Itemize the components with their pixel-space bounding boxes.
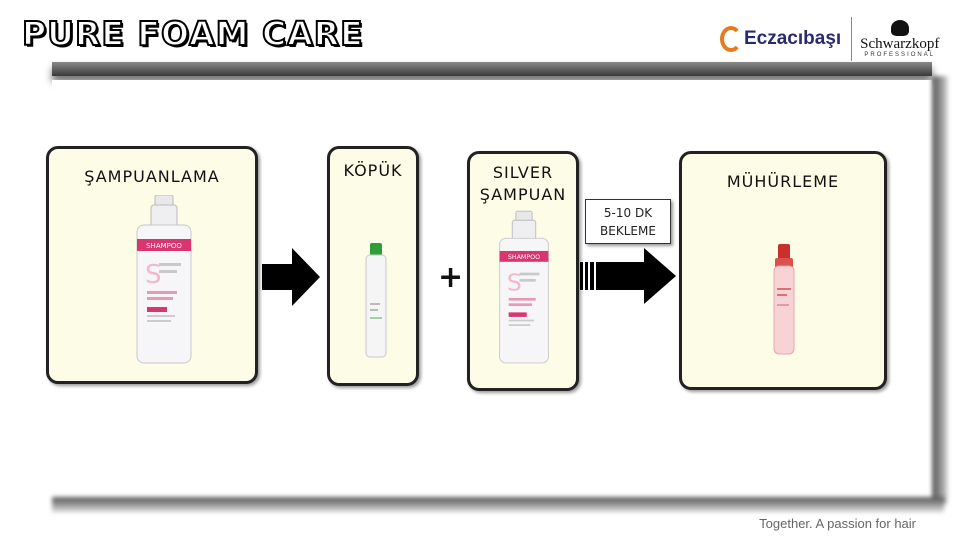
step-box-kopuk: KÖPÜK [327, 146, 419, 386]
shampoo-bottle-icon: SHAMPOO S [499, 210, 549, 364]
step-label: KÖPÜK [343, 161, 403, 180]
schwarzkopf-logo-text: Schwarzkopf [860, 36, 940, 52]
wait-time-line1: 5-10 DK [603, 206, 653, 220]
schwarzkopf-logo: Schwarzkopf PROFESSIONAL [860, 20, 939, 58]
frame-shadow-bottom [52, 497, 944, 513]
step-label-line1: SILVER [492, 163, 554, 182]
foam-can-icon [365, 243, 387, 358]
logo-area: Eczacıbaşı Schwarzkopf PROFESSIONAL [720, 16, 939, 62]
footer-slogan: Together. A passion for hair [759, 516, 916, 531]
step-label-line2: ŞAMPUAN [479, 185, 567, 204]
eczacibasi-logo-icon [720, 26, 742, 52]
logo-divider [851, 17, 853, 61]
wait-time-box: 5-10 DK BEKLEME [585, 199, 671, 244]
step-label: SILVER ŞAMPUAN [470, 162, 576, 206]
schwarzkopf-head-icon [890, 20, 909, 36]
page-title: PURE FOAM CARE [21, 13, 364, 54]
plus-sign: + [438, 260, 464, 295]
step-box-silver-sampuan: SILVER ŞAMPUAN SHAMPOO S [467, 151, 579, 391]
wait-time-line2: BEKLEME [600, 224, 656, 238]
eczacibasi-logo-text: Eczacıbaşı [744, 28, 842, 49]
bottle-label-text: SHAMPOO [508, 254, 540, 261]
step-box-muhurleme: MÜHÜRLEME [679, 151, 887, 390]
header-divider-bar [52, 62, 932, 76]
bottle-label-text: SHAMPOO [146, 242, 182, 250]
frame-shadow-right [932, 76, 948, 504]
shampoo-bottle-icon: SHAMPOO S [136, 195, 192, 364]
spray-bottle-icon [773, 244, 795, 355]
step-box-sampuanlama: ŞAMPUANLAMA SHAMPOO S [46, 146, 258, 384]
svg-text:S: S [507, 269, 522, 297]
header-area [40, 10, 932, 66]
arrow-right-striped-icon [580, 248, 676, 304]
svg-text:S: S [145, 260, 162, 290]
schwarzkopf-logo-subtext: PROFESSIONAL [864, 52, 936, 58]
step-label: ŞAMPUANLAMA [84, 167, 220, 186]
step-label: MÜHÜRLEME [726, 172, 840, 191]
arrow-right-icon [262, 248, 320, 306]
